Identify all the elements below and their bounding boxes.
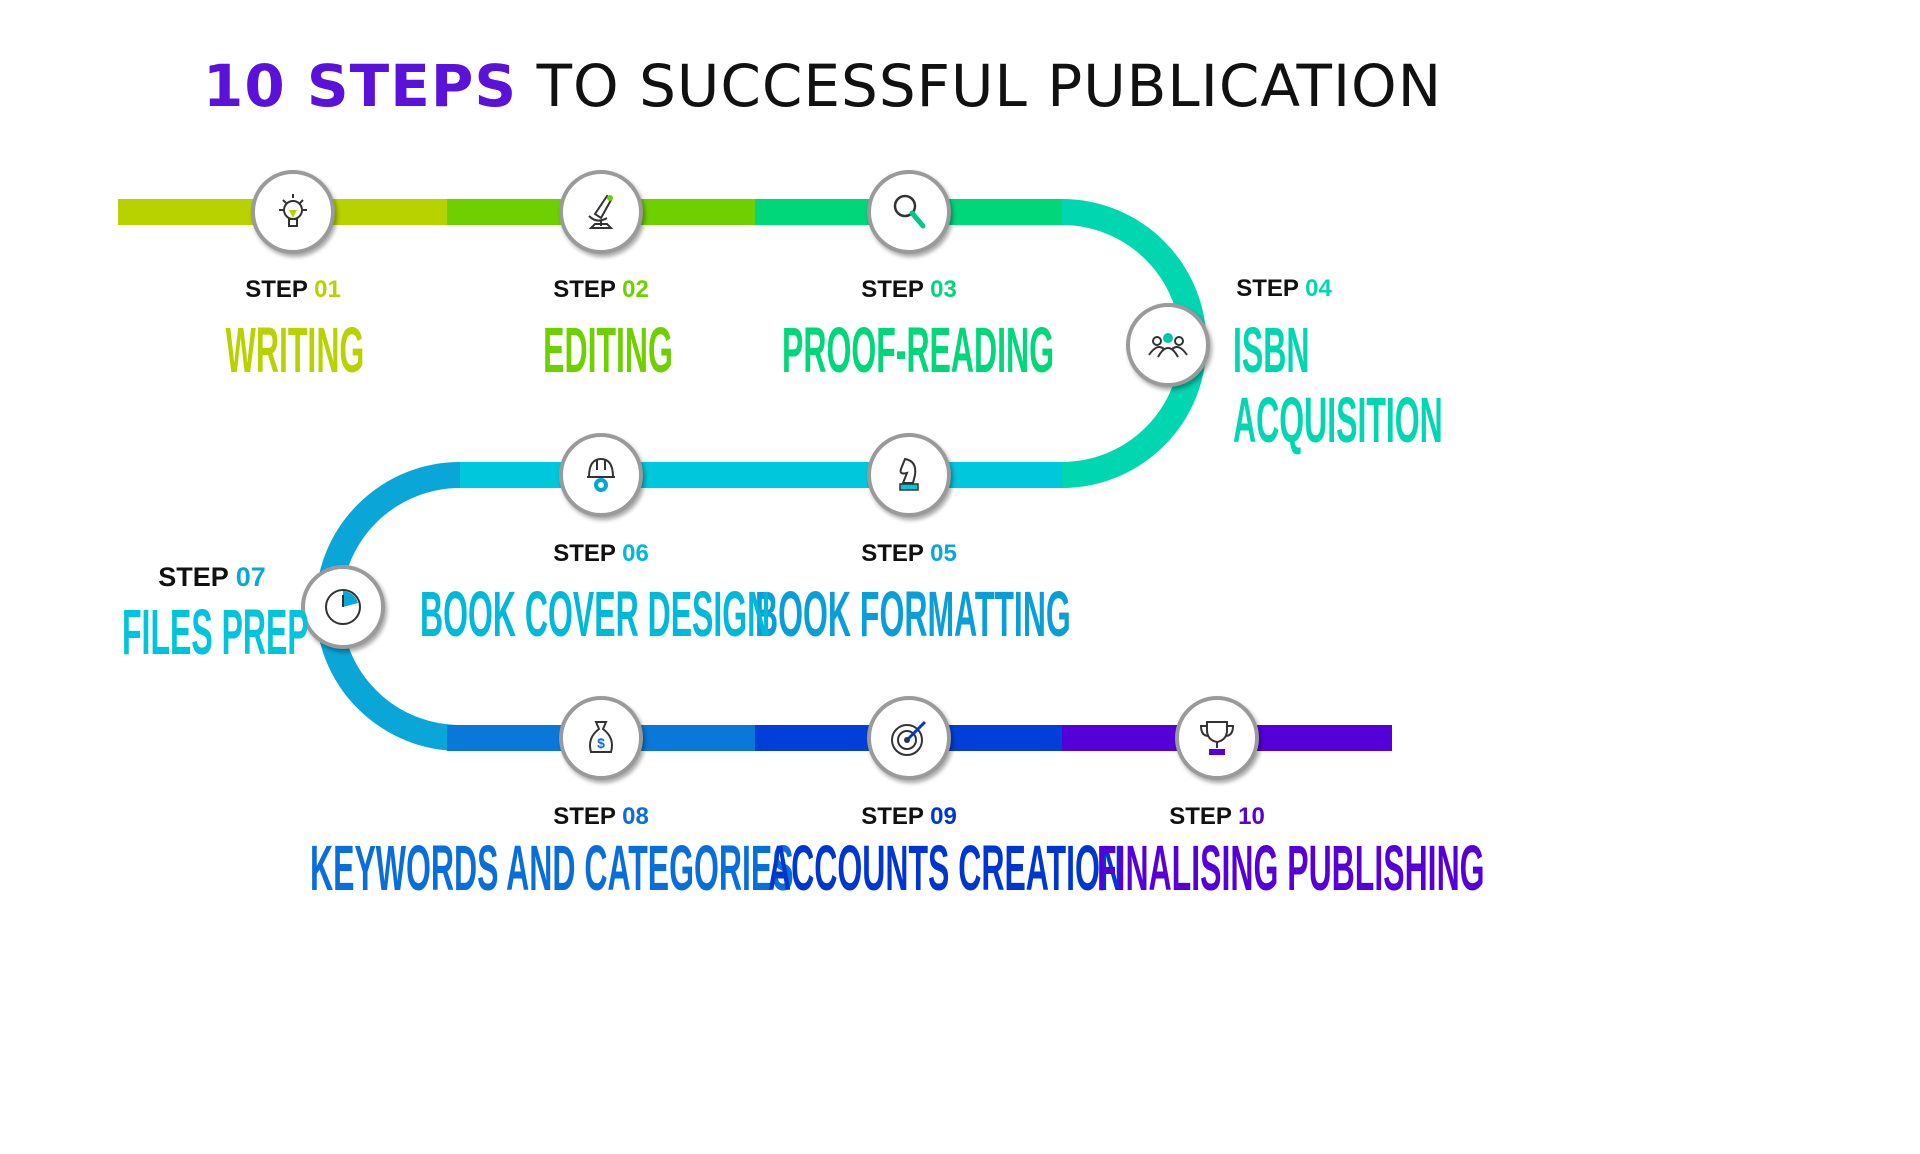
step-02-node: [559, 170, 643, 254]
step-03-tag: STEP 03: [861, 276, 957, 303]
step-01-node: [251, 170, 335, 254]
microscope-icon: [588, 194, 614, 229]
step-03-node: [867, 170, 951, 254]
step-07-label: FILES PREP: [122, 596, 309, 668]
step-09-node: [867, 696, 951, 780]
step-07-tag: STEP 07: [158, 562, 266, 592]
step-01-label: WRITING: [225, 314, 365, 386]
people-icon: [1148, 333, 1188, 358]
trophy-icon: [1199, 721, 1235, 755]
step-06-tag: STEP 06: [553, 540, 649, 567]
step-08-tag: STEP 08: [553, 803, 649, 830]
step-06-label: BOOK COVER DESIGN: [420, 578, 771, 650]
clock-icon: [325, 589, 361, 625]
step-05-tag: STEP 05: [861, 540, 957, 567]
step-08-node: $: [559, 696, 643, 780]
svg-text:$: $: [597, 735, 605, 751]
title-highlight: 10 STEPS: [203, 52, 518, 120]
step-10-tag: STEP 10: [1169, 803, 1265, 830]
step-04-node: [1126, 303, 1210, 387]
money-bag-icon: $: [589, 721, 613, 753]
title-rest: TO SUCCESSFUL PUBLICATION: [517, 52, 1443, 120]
step-02-label: EDITING: [543, 314, 673, 386]
step-01-tag: STEP 01: [245, 276, 341, 303]
magnifier-icon: [893, 194, 926, 229]
step-09-tag: STEP 09: [861, 803, 957, 830]
helmet-gear-icon: [587, 457, 615, 492]
step-09-label: ACCOUNTS CREATION: [768, 832, 1123, 904]
chess-knight-icon: [899, 457, 919, 491]
step-02-tag: STEP 02: [553, 276, 649, 303]
step-05-node: [867, 433, 951, 517]
target-icon: [891, 720, 927, 756]
step-10-label: FINALISING PUBLISHING: [1097, 832, 1485, 904]
step-10-node: [1175, 696, 1259, 780]
step-07-node: [301, 565, 385, 649]
lightbulb-icon: [279, 194, 307, 227]
step-03-label: PROOF-READING: [782, 314, 1054, 386]
step-06-node: [559, 433, 643, 517]
step-04-tag: STEP 04: [1236, 275, 1332, 302]
page-title: 10 STEPS TO SUCCESSFUL PUBLICATION: [203, 52, 1442, 120]
step-08-label: KEYWORDS AND CATEGORIES: [310, 832, 794, 904]
step-04-label-line2: ACQUISITION: [1233, 384, 1443, 456]
step-04-label: ISBN: [1233, 314, 1310, 386]
step-05-label: BOOK FORMATTING: [755, 578, 1071, 650]
